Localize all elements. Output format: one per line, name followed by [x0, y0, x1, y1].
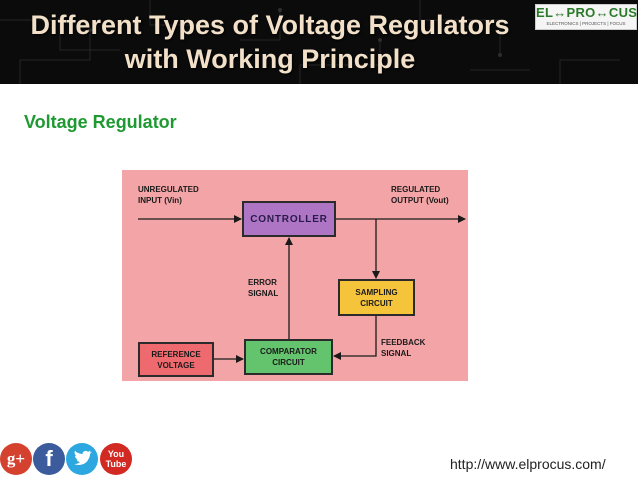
comparator-circuit-block: COMPARATOR CIRCUIT — [244, 339, 333, 375]
page-title: Different Types of Voltage Regulators wi… — [0, 8, 540, 76]
reference-label-line-2: VOLTAGE — [157, 360, 195, 370]
facebook-icon[interactable]: f — [33, 443, 65, 475]
facebook-glyph: f — [45, 446, 53, 471]
youtube-glyph: You Tube — [100, 443, 132, 475]
feedback-label-line-1: FEEDBACK — [381, 338, 426, 347]
input-label-line-1: UNREGULATED — [138, 185, 199, 194]
error-signal-label: ERROR SIGNAL — [248, 277, 278, 299]
section-heading: Voltage Regulator — [24, 112, 177, 132]
feedback-arrow — [333, 316, 377, 360]
twitter-icon[interactable] — [66, 443, 98, 475]
voltage-regulator-diagram: UNREGULATED INPUT (Vin) REGULATED OUTPUT… — [122, 170, 468, 381]
input-label-line-2: INPUT (Vin) — [138, 196, 182, 205]
logo-tagline: ELECTRONICS | PROJECTS | FOCUS — [546, 21, 626, 26]
youtube-label-line-1: You — [107, 449, 125, 459]
title-line-2: with Working Principle — [124, 44, 416, 74]
title-line-1: Different Types of Voltage Regulators — [30, 10, 510, 40]
sampling-circuit-block: SAMPLING CIRCUIT — [338, 279, 415, 316]
input-label: UNREGULATED INPUT (Vin) — [138, 184, 199, 206]
diagram-connectors — [138, 215, 466, 363]
youtube-icon[interactable]: You Tube — [100, 443, 132, 475]
circuit-texture — [0, 0, 620, 84]
error-label-line-1: ERROR — [248, 278, 277, 287]
twitter-bird-glyph — [74, 450, 92, 465]
error-label-line-2: SIGNAL — [248, 289, 279, 298]
elprocus-logo[interactable]: EL↔PRO↔CUS ELECTRONICS | PROJECTS | FOCU… — [535, 4, 637, 30]
feedback-label-line-2: SIGNAL — [381, 349, 412, 358]
output-label-line-1: REGULATED — [391, 185, 441, 194]
controller-label: CONTROLLER — [250, 213, 328, 225]
logo-text: EL↔PRO↔CUS — [536, 5, 638, 20]
google-plus-icon[interactable]: g+ — [0, 443, 32, 475]
comparator-label-line-1: COMPARATOR — [260, 347, 317, 356]
output-label: REGULATED OUTPUT (Vout) — [391, 184, 449, 206]
youtube-label-line-2: Tube — [105, 459, 127, 469]
feedback-signal-label: FEEDBACK SIGNAL — [381, 337, 425, 359]
output-label-line-2: OUTPUT (Vout) — [391, 196, 449, 205]
header-banner: Different Types of Voltage Regulators wi… — [0, 0, 638, 84]
google-plus-glyph: g+ — [6, 449, 26, 468]
reference-label-line-1: REFERENCE — [151, 349, 201, 359]
sampling-label-line-2: CIRCUIT — [360, 298, 393, 308]
reference-voltage-block: REFERENCE VOLTAGE — [138, 342, 214, 377]
website-url[interactable]: http://www.elprocus.com/ — [450, 456, 606, 472]
sampling-label-line-1: SAMPLING — [355, 287, 398, 297]
comparator-label-line-2: CIRCUIT — [272, 358, 305, 367]
controller-block: CONTROLLER — [242, 201, 336, 237]
